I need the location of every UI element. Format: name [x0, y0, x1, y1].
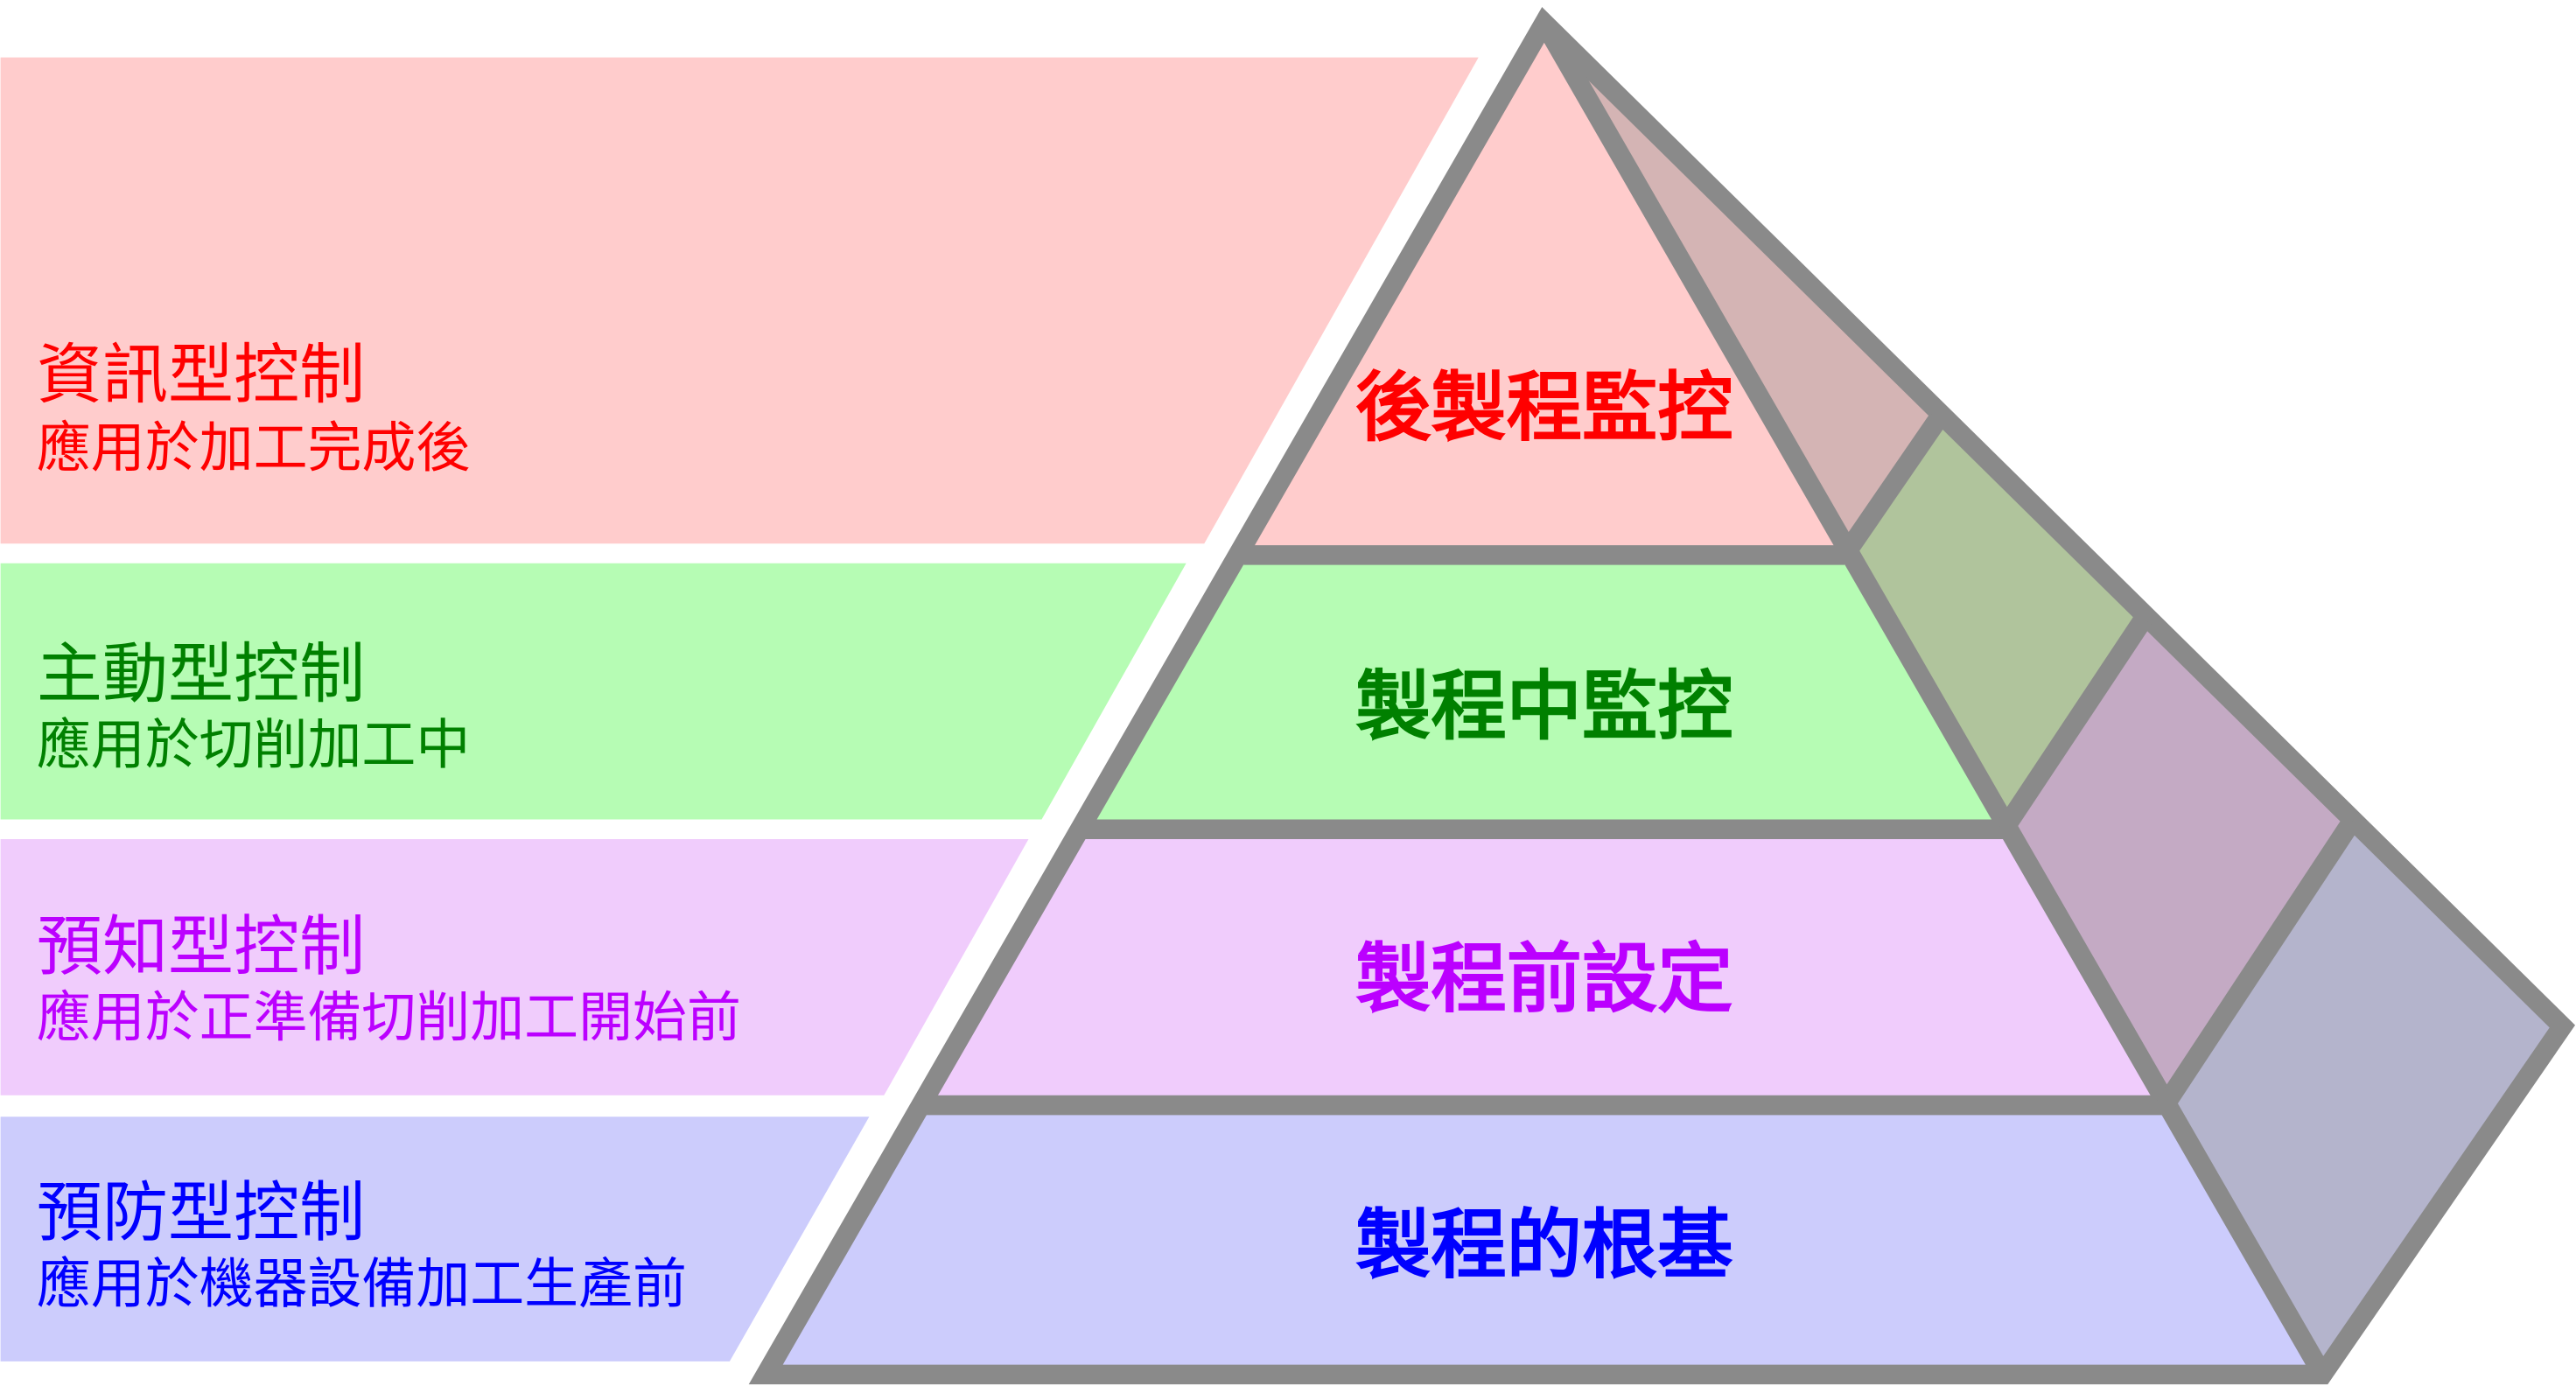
band-title: 資訊型控制	[37, 336, 365, 413]
band-subtitle: 應用於切削加工中	[37, 714, 470, 777]
band-subtitle: 應用於機器設備加工生產前	[37, 1252, 687, 1315]
pyramid-layer-third	[923, 829, 2166, 1106]
band-title: 主動型控制	[37, 635, 365, 712]
band-subtitle: 應用於正準備切削加工開始前	[37, 986, 741, 1049]
band-subtitle: 應用於加工完成後	[37, 416, 470, 480]
pyramid-side-top-fill	[1544, 36, 1939, 556]
pyramid-layer-top	[1243, 36, 1845, 556]
pyramid-outline	[748, 7, 2576, 1385]
pyramid-layer-base	[768, 1105, 2320, 1372]
band-predictive-control	[0, 839, 1029, 1096]
pyramid-layer-label: 製程前設定	[1355, 936, 1733, 1024]
band-active-control	[0, 563, 1186, 820]
pyramid-layer-label: 後製程監控	[1355, 364, 1733, 452]
band-title: 預知型控制	[37, 907, 365, 984]
pyramid-layer-label: 製程中監控	[1355, 663, 1733, 751]
pyramid-layer-label: 製程的根基	[1355, 1202, 1733, 1290]
band-title: 預防型控制	[37, 1173, 365, 1250]
band-preventive-control	[0, 1116, 870, 1362]
pyramid-layer-second	[1084, 555, 2005, 830]
band-information-control	[0, 57, 1479, 544]
